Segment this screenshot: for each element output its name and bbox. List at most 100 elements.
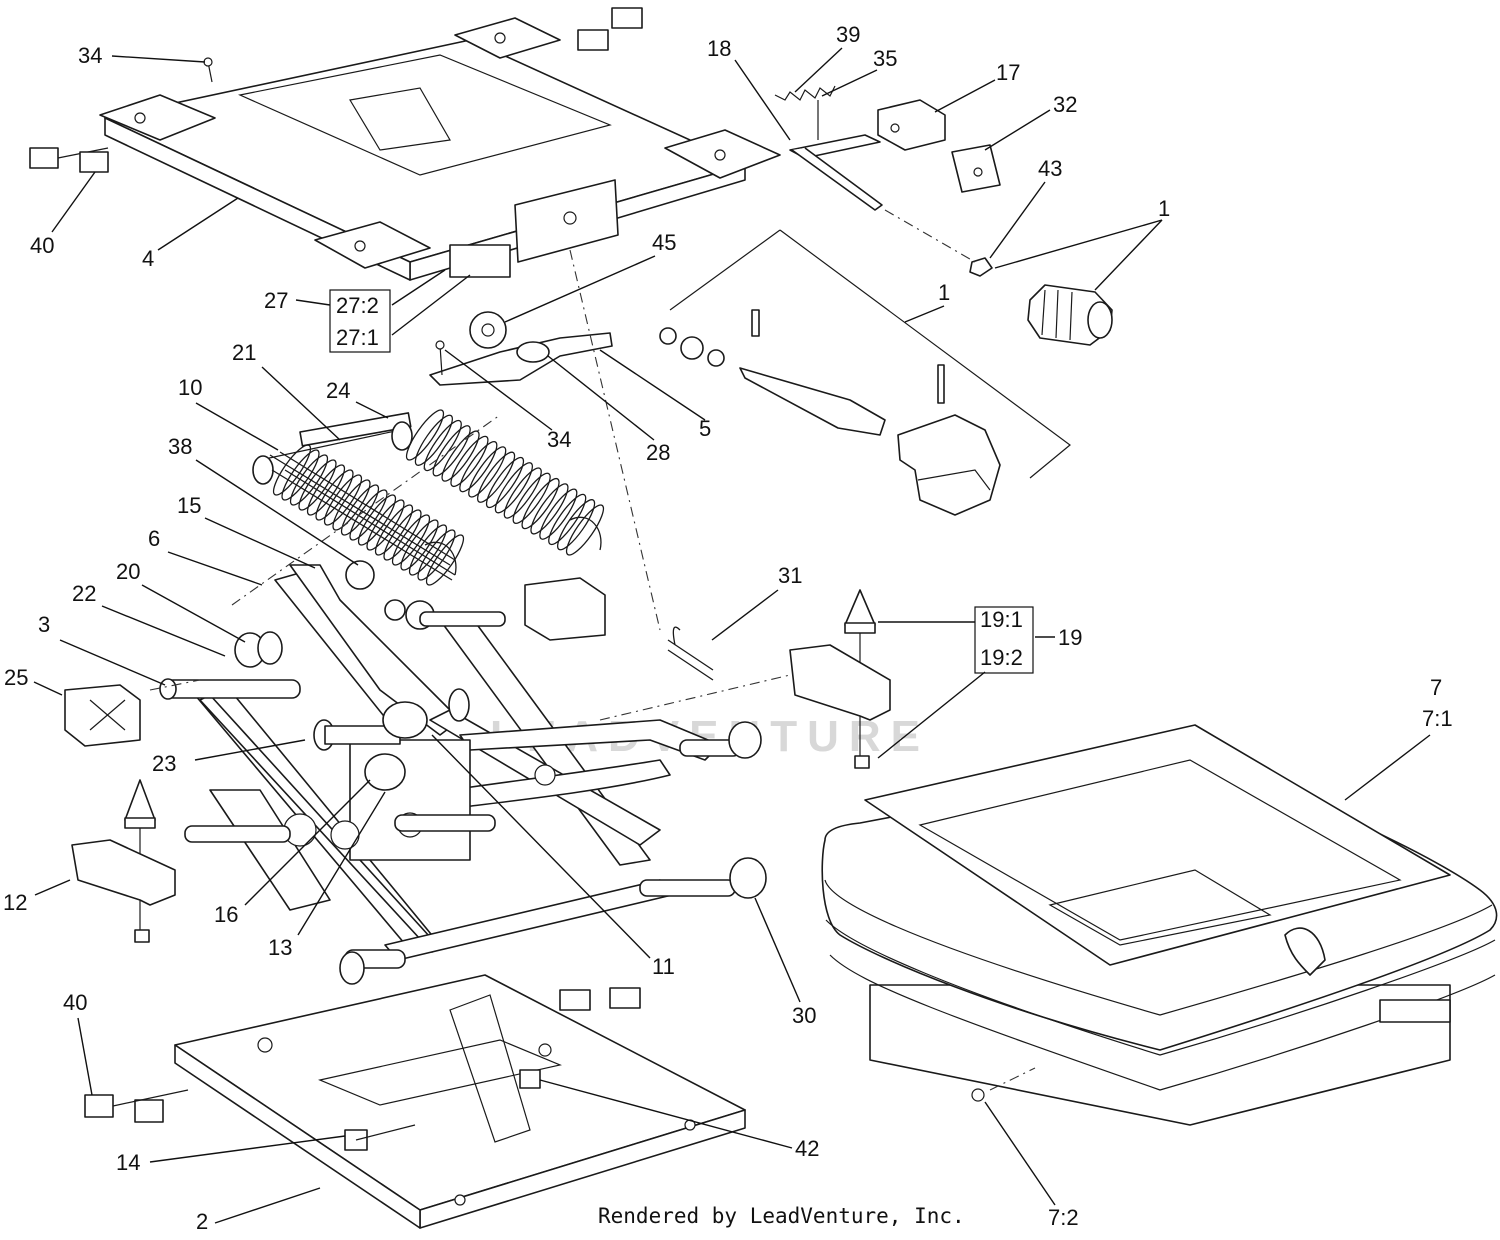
- callout-35: 35: [873, 46, 897, 71]
- spring-coil: [485, 456, 525, 509]
- callout-21: 21: [232, 340, 256, 365]
- callout-27: 27: [264, 288, 288, 313]
- callout-43: 43: [1038, 156, 1062, 181]
- adjust-rod-assembly: [774, 85, 1001, 277]
- callout-27-2: 27:2: [336, 293, 379, 318]
- callout-42: 42: [795, 1136, 819, 1161]
- callout-39: 39: [836, 22, 860, 47]
- spring-coil: [374, 504, 414, 556]
- spring-coil: [468, 446, 507, 498]
- spring-pair: [231, 409, 605, 606]
- callout-11: 11: [652, 954, 675, 979]
- callout-17: 17: [996, 60, 1020, 85]
- scissor-frame: [194, 564, 721, 961]
- top-mounting-plate: [29, 7, 781, 281]
- spring-coil: [366, 499, 405, 551]
- spring-coil: [332, 479, 371, 531]
- spring-coil: [557, 499, 596, 551]
- spring-coil: [349, 489, 388, 541]
- callout-22: 22: [72, 581, 96, 606]
- callout-10: 10: [178, 375, 202, 400]
- callout-14: 14: [116, 1150, 140, 1175]
- callout-16: 16: [214, 902, 238, 927]
- spring-coil: [503, 467, 542, 519]
- callout-45: 45: [652, 230, 676, 255]
- bumpers: [71, 249, 891, 943]
- callout-19: 19: [1058, 625, 1082, 650]
- callout-24: 24: [326, 378, 350, 403]
- callout-13: 13: [268, 935, 292, 960]
- lower-links: [64, 560, 767, 985]
- spring-coil: [357, 494, 397, 546]
- spring-coil: [565, 504, 605, 556]
- suspension-bellows: [821, 724, 1498, 1126]
- spring-coil: [459, 441, 498, 493]
- spring-coil: [432, 425, 471, 477]
- callout-32: 32: [1053, 92, 1077, 117]
- spring-coil: [425, 534, 465, 586]
- callout-31: 31: [778, 563, 802, 588]
- spring-coil: [530, 483, 569, 535]
- spring-coil: [391, 514, 431, 566]
- spring-coil: [315, 469, 354, 521]
- callout-40-top: 40: [30, 233, 54, 258]
- spring-coil: [383, 509, 422, 561]
- base-plate: [84, 974, 746, 1229]
- spring-coil: [494, 462, 533, 514]
- callout-7: 7: [1430, 675, 1442, 700]
- callout-12: 12: [3, 890, 27, 915]
- spring-coil: [417, 529, 456, 581]
- spring-coil: [405, 409, 445, 461]
- callout-3: 3: [38, 612, 50, 637]
- callout-7-1: 7:1: [1422, 706, 1453, 731]
- callout-19-1: 19:1: [980, 607, 1023, 632]
- spring-coil: [289, 454, 329, 506]
- spring-coil: [548, 493, 587, 546]
- callout-labels: 34 40 4 18 39 35 17 32 43 1 1 45 27 27:2…: [3, 22, 1453, 1234]
- spring-coil: [423, 419, 462, 472]
- spring-coil: [281, 449, 320, 501]
- spring-coil: [400, 519, 439, 571]
- callout-2: 2: [196, 1209, 208, 1234]
- spring-coil: [306, 464, 346, 516]
- callout-34-mid: 34: [547, 427, 571, 452]
- callout-1-lever: 1: [938, 280, 950, 305]
- callout-group-box-27: [329, 289, 391, 353]
- callout-6: 6: [148, 526, 160, 551]
- spring-coil: [441, 430, 480, 482]
- knob-assembly: [659, 229, 1113, 516]
- callout-4: 4: [142, 246, 154, 271]
- leader-lines: [33, 47, 1431, 1224]
- spring-coil: [539, 488, 578, 540]
- lever-plate: [429, 311, 613, 386]
- spring-coil: [408, 524, 448, 576]
- spring-coil: [450, 435, 489, 488]
- spring-coil: [323, 474, 363, 526]
- callout-23: 23: [152, 751, 176, 776]
- callout-38: 38: [168, 434, 192, 459]
- spring-coil: [477, 451, 516, 503]
- callout-27-1: 27:1: [336, 325, 379, 350]
- footer-credit: Rendered by LeadVenture, Inc.: [598, 1204, 965, 1228]
- callout-19-2: 19:2: [980, 645, 1023, 670]
- callout-40-bottom: 40: [63, 990, 87, 1015]
- spring-coil: [340, 484, 380, 536]
- callout-25: 25: [4, 665, 28, 690]
- spring-coil: [298, 459, 337, 511]
- callout-1-knob: 1: [1158, 196, 1170, 221]
- callout-34-top: 34: [78, 43, 102, 68]
- callout-18: 18: [707, 36, 731, 61]
- callout-7-2: 7:2: [1048, 1205, 1079, 1230]
- spring-coil: [272, 444, 312, 496]
- spring-coil: [521, 477, 560, 530]
- callout-5: 5: [699, 416, 711, 441]
- spring-coil: [414, 414, 453, 466]
- callout-group-box-19: [974, 606, 1034, 674]
- callout-30: 30: [792, 1003, 816, 1028]
- callout-20: 20: [116, 559, 140, 584]
- callout-28: 28: [646, 440, 670, 465]
- callout-15: 15: [177, 493, 201, 518]
- spring-coil: [512, 472, 551, 524]
